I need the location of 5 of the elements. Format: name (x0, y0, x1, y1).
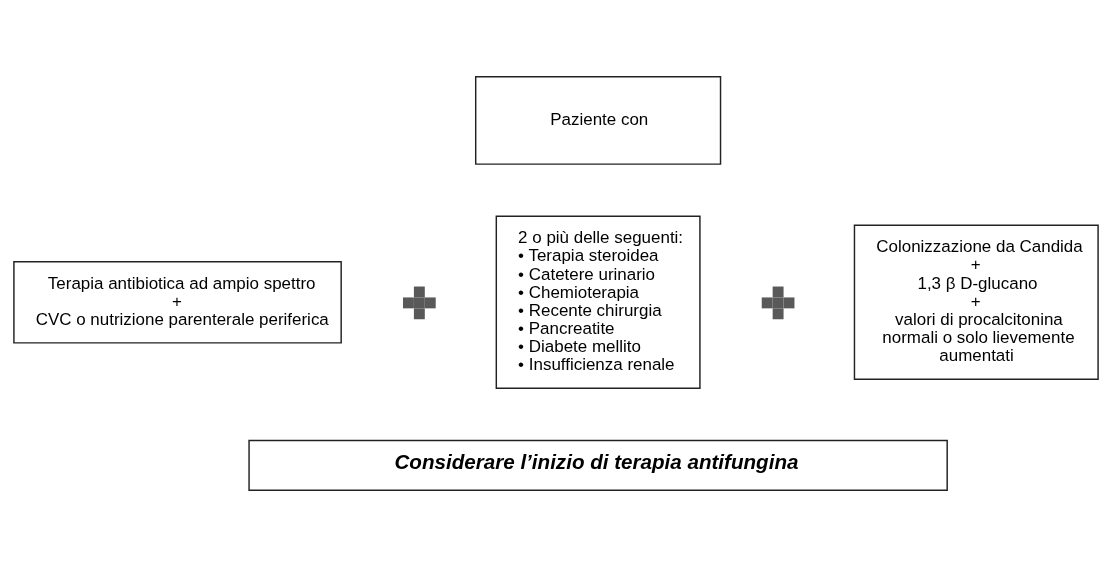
node-box: Considerare l’inizio di terapia antifungina (248, 439, 948, 491)
node-box: 2 o più delle seguenti: • Terapia steroidea • Catetere urinario • Chemioterapia • Recente chirurgia • Pancreatite • Diabete mellito • Insufficienza renale (495, 215, 701, 389)
node-box: Colonizzazione da Candida + 1,3 β D-glucano + valori di procalcitonina normali o solo lievemente aumentati (853, 224, 1099, 380)
node-box: Terapia antibiotica ad ampio spettro + CVC o nutrizione parenterale periferica (13, 260, 342, 344)
node-box: Paziente con (474, 75, 722, 165)
